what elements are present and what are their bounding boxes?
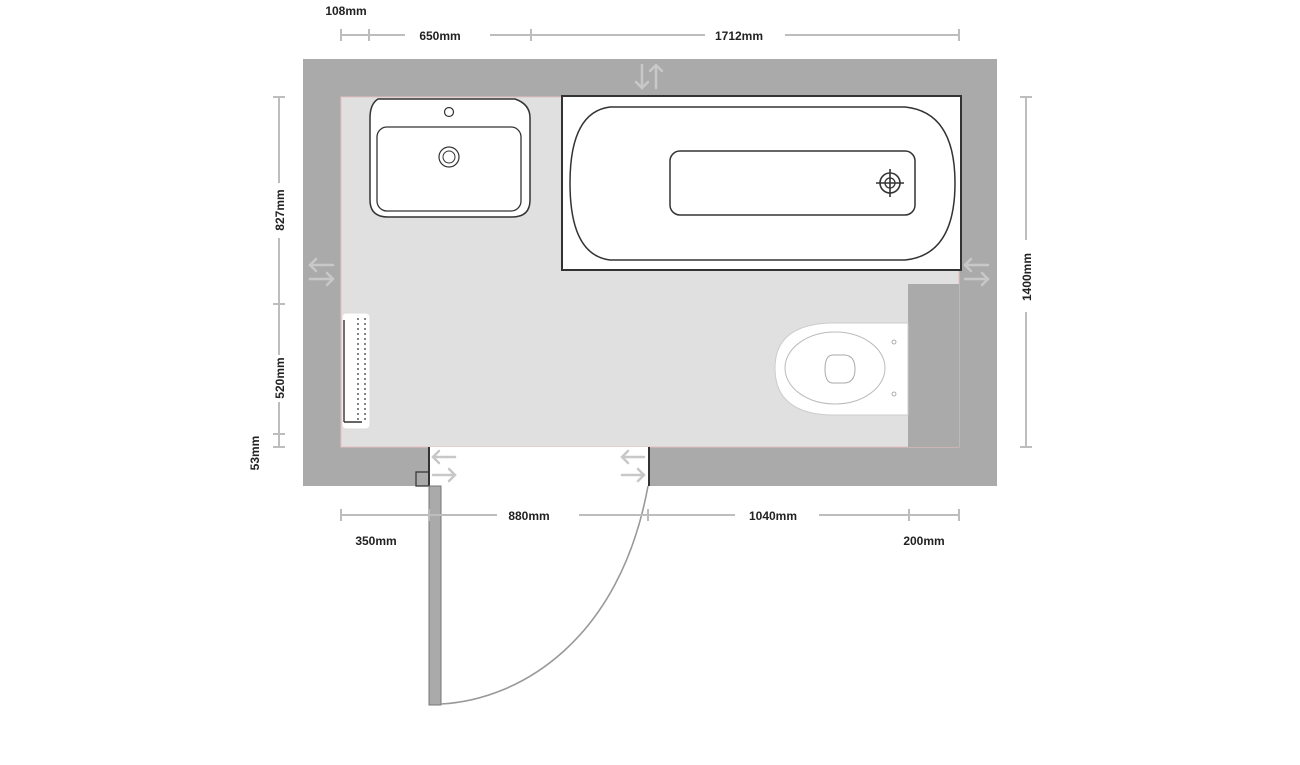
towel-radiator[interactable]	[341, 312, 371, 430]
dim-53: 53mm	[248, 436, 262, 471]
wall-hint-top-icon	[634, 63, 664, 90]
toilet[interactable]	[774, 322, 909, 416]
bathtub-base	[669, 150, 916, 216]
dim-880: 880mm	[508, 509, 549, 523]
bathtub[interactable]	[561, 95, 962, 271]
door-swing-arc	[440, 485, 649, 705]
wall-hint-right-icon	[963, 257, 990, 287]
door-opening	[429, 447, 649, 486]
basin[interactable]	[369, 98, 531, 218]
boxing-wall	[908, 284, 959, 447]
toilet-bowl	[824, 354, 856, 384]
toilet-fixing-bottom-icon	[891, 391, 897, 397]
dimension-top: 108mm 650mm 1712mm	[325, 4, 960, 43]
dimension-left: 827mm 520mm 53mm	[248, 96, 287, 471]
dim-827: 827mm	[273, 189, 287, 230]
bath-drain-icon	[876, 169, 904, 197]
dim-1400: 1400mm	[1020, 253, 1034, 301]
door-hinge	[415, 471, 429, 487]
basin-bowl	[376, 126, 522, 212]
dimension-bottom: 350mm 880mm 1040mm 200mm	[340, 509, 960, 548]
dim-350: 350mm	[355, 534, 396, 548]
door-hint-left-icon	[431, 449, 457, 483]
dimension-right: 1400mm	[1020, 96, 1034, 448]
dim-520: 520mm	[273, 357, 287, 398]
drain-inner-icon	[442, 150, 456, 164]
dim-1712: 1712mm	[715, 29, 763, 43]
dim-650: 650mm	[419, 29, 460, 43]
wall-hint-left-icon	[308, 257, 335, 287]
toilet-fixing-top-icon	[891, 339, 897, 345]
dim-108: 108mm	[325, 4, 366, 18]
door-hint-right-icon	[620, 449, 646, 483]
door-leaf[interactable]	[428, 485, 442, 706]
dim-200: 200mm	[903, 534, 944, 548]
tap-hole-icon	[443, 106, 455, 118]
dim-1040: 1040mm	[749, 509, 797, 523]
